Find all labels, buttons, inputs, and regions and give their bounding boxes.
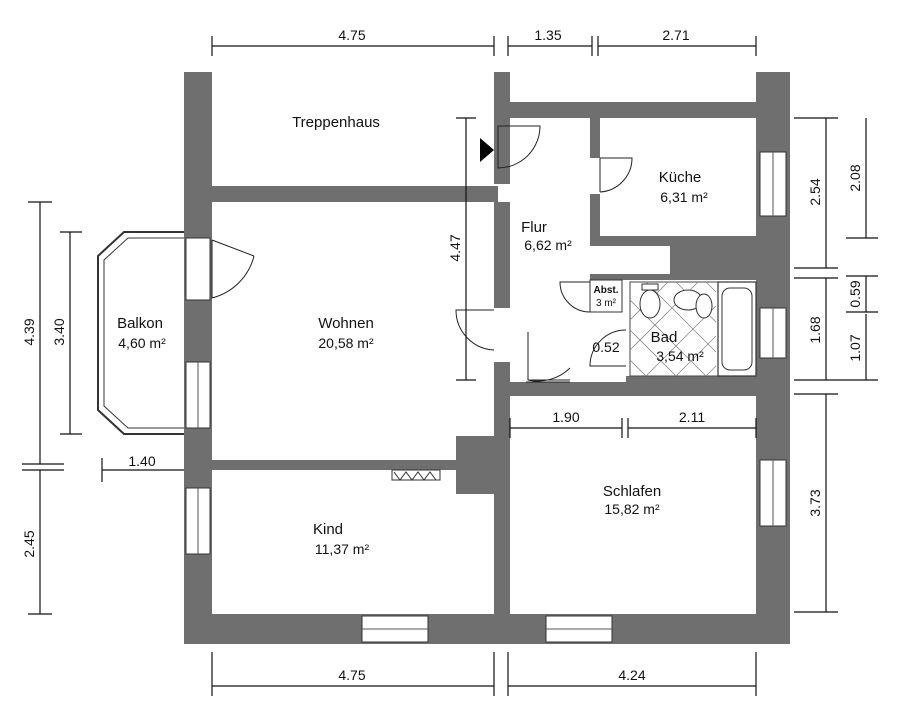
dim-wohnen-height: 4.47 xyxy=(447,234,463,261)
dimension-lines xyxy=(22,36,878,696)
dim-bottom-left: 4.75 xyxy=(338,667,365,683)
dim-left-lower: 2.45 xyxy=(21,530,37,557)
wall-stair-south xyxy=(184,186,498,202)
wall-north-right xyxy=(494,102,790,118)
entrance-arrow-icon xyxy=(480,138,494,162)
dim-left-balkon: 3.40 xyxy=(51,318,67,345)
dim-right-kueche-outer: 2.54 xyxy=(807,178,823,205)
abst-box xyxy=(589,279,623,313)
dim-top-left: 4.75 xyxy=(338,27,365,43)
label-treppenhaus: Treppenhaus xyxy=(292,114,380,131)
room-labels: Treppenhaus Küche 6,31 m² Flur 6,62 m² A… xyxy=(117,114,708,557)
dim-right-schlafen: 3.73 xyxy=(807,489,823,516)
wall-west-upper xyxy=(184,72,212,232)
label-kueche-name: Küche xyxy=(659,169,702,186)
dim-schlafen-left: 1.90 xyxy=(552,409,579,425)
dim-schlafen-right: 2.11 xyxy=(679,409,705,425)
windows xyxy=(185,151,787,643)
wall-wohnen-kind xyxy=(210,460,460,470)
dim-top-mid: 1.35 xyxy=(534,27,561,43)
door-entrance-swing xyxy=(497,125,541,169)
wall-west-pier xyxy=(184,300,212,360)
label-bad-area: 3,54 m² xyxy=(656,348,704,364)
label-abst-area: 3 m² xyxy=(596,298,617,309)
door-bad-swing xyxy=(589,329,627,367)
label-wohnen-name: Wohnen xyxy=(318,315,374,332)
wall-bad-north xyxy=(586,274,760,280)
dim-left-outer: 4.39 xyxy=(21,318,37,345)
dim-right-bad-inner: 1.07 xyxy=(847,334,863,361)
wall-kueche-south xyxy=(590,236,672,246)
label-kind-name: Kind xyxy=(313,521,343,538)
wall-kueche-south-2 xyxy=(670,236,760,278)
label-kind-area: 11,37 m² xyxy=(315,541,370,557)
wall-center-mid xyxy=(494,202,510,308)
label-wohnen-area: 20,58 m² xyxy=(318,335,374,351)
dim-bad-small: 0.52 xyxy=(592,339,619,355)
toilet xyxy=(639,289,661,319)
label-balkon-name: Balkon xyxy=(117,315,163,332)
dim-bottom-right: 4.24 xyxy=(618,667,645,683)
wall-west-pier-2 xyxy=(184,428,212,464)
label-abst-name: Abst. xyxy=(594,285,619,296)
wall-schlafen-north xyxy=(494,382,790,396)
balkon-outline xyxy=(97,231,184,435)
label-flur-area: 6,62 m² xyxy=(524,237,572,253)
wall-south xyxy=(184,614,790,644)
label-flur-name: Flur xyxy=(521,219,547,236)
door-abst-swing xyxy=(559,281,591,313)
dimension-labels: 4.75 1.35 2.71 2.54 2.08 0.59 1.68 1.07 … xyxy=(21,27,863,683)
label-bad-name: Bad xyxy=(651,329,678,346)
room-fills xyxy=(212,72,756,644)
radiator xyxy=(391,469,441,481)
bad-fixtures xyxy=(629,281,757,377)
wall-north-right-stub-2 xyxy=(756,72,790,118)
dim-top-right: 2.71 xyxy=(662,27,689,43)
dim-right-bad-outer: 1.68 xyxy=(807,316,823,343)
label-balkon-area: 4,60 m² xyxy=(118,335,166,351)
dim-balkon-depth: 1.40 xyxy=(128,453,155,469)
wall-kueche-west xyxy=(590,118,600,158)
label-schlafen-area: 15,82 m² xyxy=(604,501,660,517)
wall-kueche-west-2 xyxy=(590,194,600,244)
label-schlafen-name: Schlafen xyxy=(603,483,661,500)
door-kueche-swing xyxy=(599,157,633,193)
label-kueche-area: 6,31 m² xyxy=(660,189,708,205)
wall-bad-south xyxy=(626,376,760,384)
door-balkon-swing xyxy=(211,240,255,299)
door-wohnen-swing xyxy=(455,309,495,351)
dim-right-gap: 0.59 xyxy=(847,280,863,307)
doors xyxy=(211,125,633,383)
door-balkon xyxy=(185,237,211,301)
dim-right-kueche-inner: 2.08 xyxy=(847,164,863,191)
